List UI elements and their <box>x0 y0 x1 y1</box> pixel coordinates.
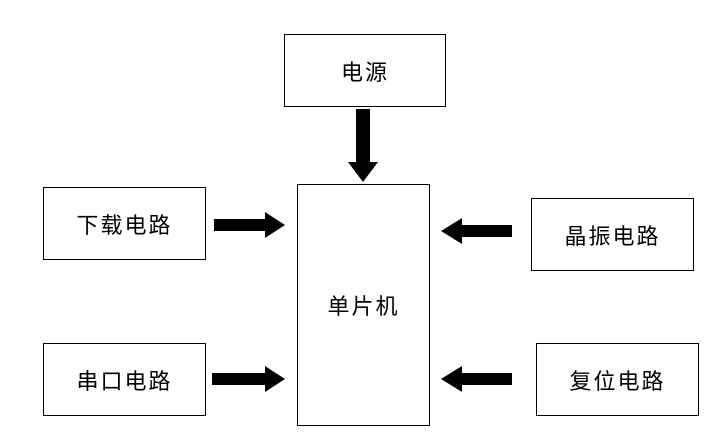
node-mcu: 单片机 <box>297 184 430 426</box>
arrow-reset-to-mcu <box>441 366 512 392</box>
node-serial-circuit: 串口电路 <box>43 343 206 416</box>
node-crystal-circuit: 晶振电路 <box>531 198 694 271</box>
arrow-download-to-mcu <box>214 212 285 238</box>
node-reset-circuit: 复位电路 <box>536 343 699 416</box>
node-download-circuit: 下载电路 <box>43 187 206 260</box>
node-mcu-label: 单片机 <box>327 295 400 320</box>
node-crystal-circuit-label: 晶振电路 <box>564 224 661 250</box>
node-download-circuit-label: 下载电路 <box>76 213 173 239</box>
arrow-serial-to-mcu <box>212 366 285 392</box>
node-power-label: 电源 <box>340 60 389 86</box>
arrow-crystal-to-mcu <box>441 218 512 244</box>
node-reset-circuit-label: 复位电路 <box>569 369 666 395</box>
arrow-power-to-mcu <box>348 109 378 182</box>
node-serial-circuit-label: 串口电路 <box>76 369 173 395</box>
node-power: 电源 <box>284 34 446 107</box>
